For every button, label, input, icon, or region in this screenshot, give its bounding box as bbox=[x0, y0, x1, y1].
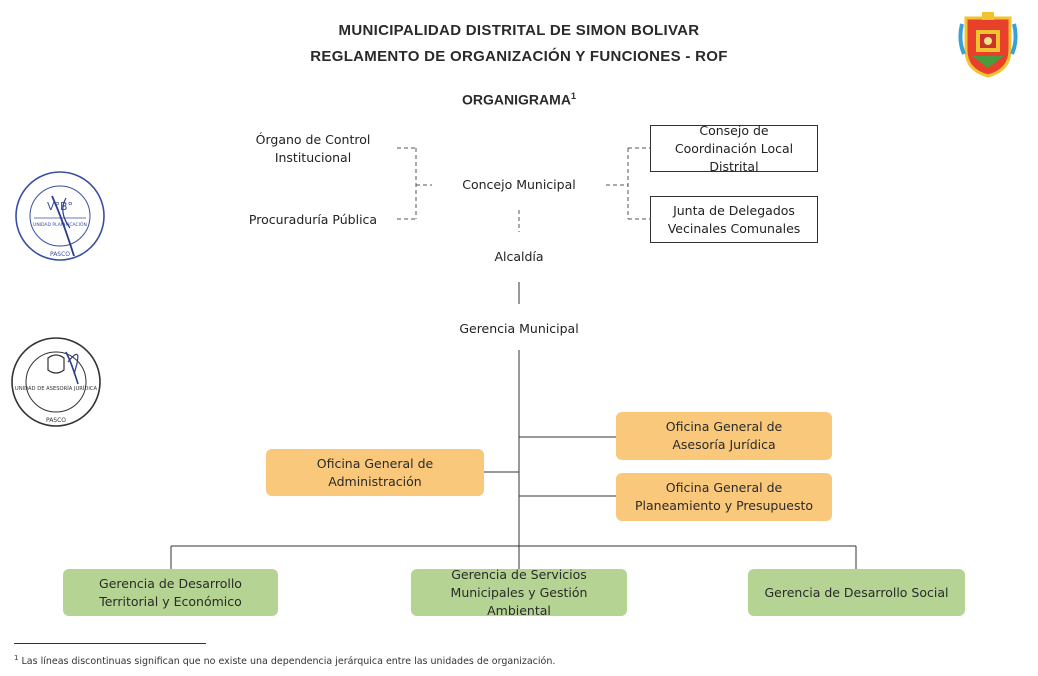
page-title: MUNICIPALIDAD DISTRITAL DE SIMON BOLIVAR bbox=[338, 22, 700, 39]
coat-of-arms-logo bbox=[958, 12, 1018, 78]
node-concejo-municipal: Concejo Municipal bbox=[462, 177, 576, 192]
footnote: 1 Las líneas discontinuas significan que… bbox=[14, 654, 555, 667]
node-oficina-planeamiento: Oficina General de Planeamiento y Presup… bbox=[616, 473, 832, 521]
footnote-marker: 1 bbox=[570, 91, 576, 101]
footnote-text: Las líneas discontinuas significan que n… bbox=[21, 656, 556, 668]
node-oficina-administracion: Oficina General de Administración bbox=[266, 449, 484, 496]
stamp-unit-text: UNIDAD DE ASESORÍA JURÍDICA bbox=[15, 385, 98, 392]
node-consejo-coordinacion: Consejo de Coordinación Local Distrital bbox=[650, 123, 818, 174]
node-gerencia-servicios-municipales: Gerencia de Servicios Municipales y Gest… bbox=[411, 567, 627, 618]
node-gerencia-desarrollo-social: Gerencia de Desarrollo Social bbox=[748, 569, 965, 616]
approval-stamp-juridica: UNIDAD DE ASESORÍA JURÍDICA PASCO bbox=[11, 337, 101, 427]
node-procuraduria: Procuraduría Pública bbox=[248, 212, 378, 227]
node-gerencia-desarrollo-territorial: Gerencia de Desarrollo Territorial y Eco… bbox=[63, 569, 278, 616]
footnote-number: 1 bbox=[14, 654, 19, 662]
stamp-vobo-text: V°B° bbox=[47, 200, 73, 213]
chart-title: ORGANIGRAMA1 bbox=[462, 91, 576, 108]
stamp-place-text: PASCO bbox=[50, 251, 70, 258]
node-alcaldia: Alcaldía bbox=[494, 249, 544, 264]
approval-stamp-planificacion: V°B° UNIDAD PLANIFICACIÓN PASCO bbox=[15, 171, 105, 261]
stamp-place-text: PASCO bbox=[46, 417, 66, 424]
node-oficina-asesoria-juridica: Oficina General de Asesoría Jurídica bbox=[616, 412, 832, 460]
footnote-divider bbox=[14, 643, 206, 644]
node-gerencia-municipal: Gerencia Municipal bbox=[459, 321, 579, 336]
page-subtitle: REGLAMENTO DE ORGANIZACIÓN Y FUNCIONES -… bbox=[310, 48, 728, 65]
stamp-unit-text: UNIDAD PLANIFICACIÓN bbox=[33, 221, 87, 228]
node-junta-delegados: Junta de Delegados Vecinales Comunales bbox=[650, 196, 818, 243]
node-organo-control: Órgano de Control Institucional bbox=[255, 132, 371, 165]
